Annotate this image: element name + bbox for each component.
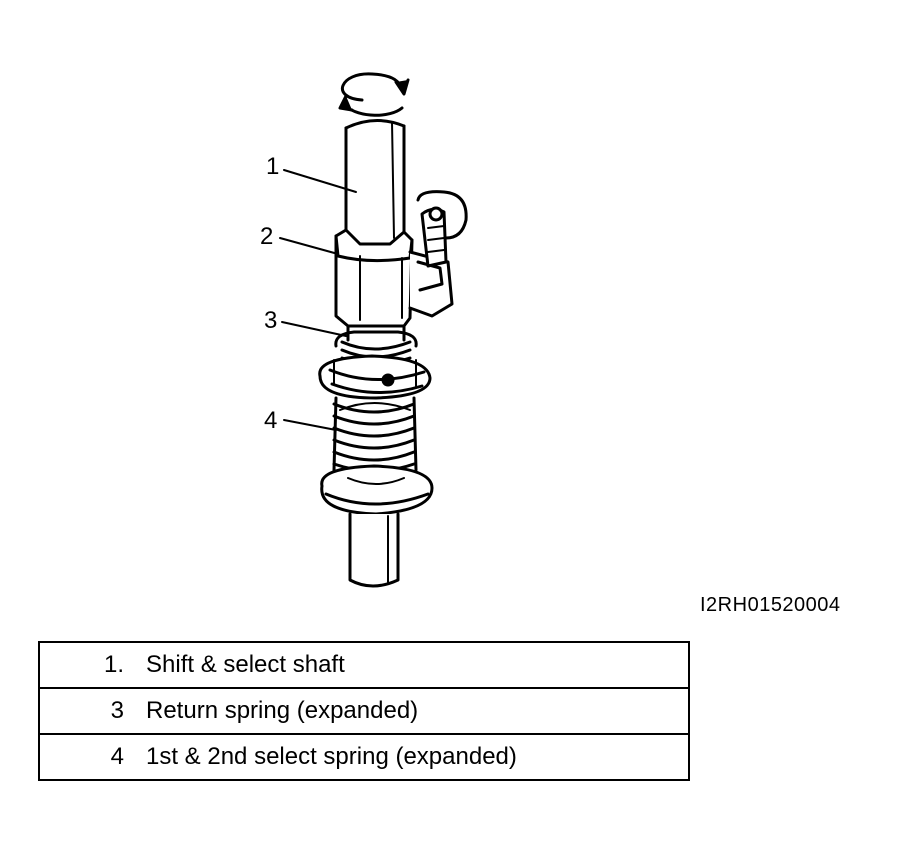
lower-spring-seat [320, 464, 434, 516]
leader-line-3 [281, 321, 347, 337]
legend-text: Shift & select shaft [146, 651, 345, 678]
callout-3: 3 [264, 307, 277, 334]
leader-line-4 [283, 419, 337, 431]
rotation-arrow-icon [338, 72, 410, 117]
legend-number: 3 [39, 687, 136, 734]
legend-text: Return spring (expanded) [136, 687, 689, 734]
guide-ring [318, 354, 432, 400]
select-spring [332, 396, 418, 473]
callout-2: 2 [260, 223, 273, 250]
leader-line-2 [279, 237, 339, 255]
legend-row: 4 1st & 2nd select spring (expanded) [39, 733, 689, 780]
shaft-upper [344, 119, 406, 239]
select-lever-collar [334, 190, 468, 328]
legend-row: 1. Shift & select shaft [39, 642, 689, 688]
shaft-lower [348, 512, 400, 588]
callout-4: 4 [264, 407, 277, 434]
callout-1: 1 [266, 153, 279, 180]
legend-number: 1. [103, 651, 124, 678]
shift-select-shaft-diagram: 1 2 3 4 [260, 72, 468, 588]
figure-id: I2RH01520004 [700, 594, 841, 616]
legend-table: 1. Shift & select shaft 3 Return spring … [38, 641, 690, 781]
leader-line-1 [283, 169, 357, 193]
legend-text: 1st & 2nd select spring (expanded) [136, 733, 689, 780]
legend-row: 3 Return spring (expanded) [39, 687, 689, 734]
legend-number: 4 [39, 733, 136, 780]
